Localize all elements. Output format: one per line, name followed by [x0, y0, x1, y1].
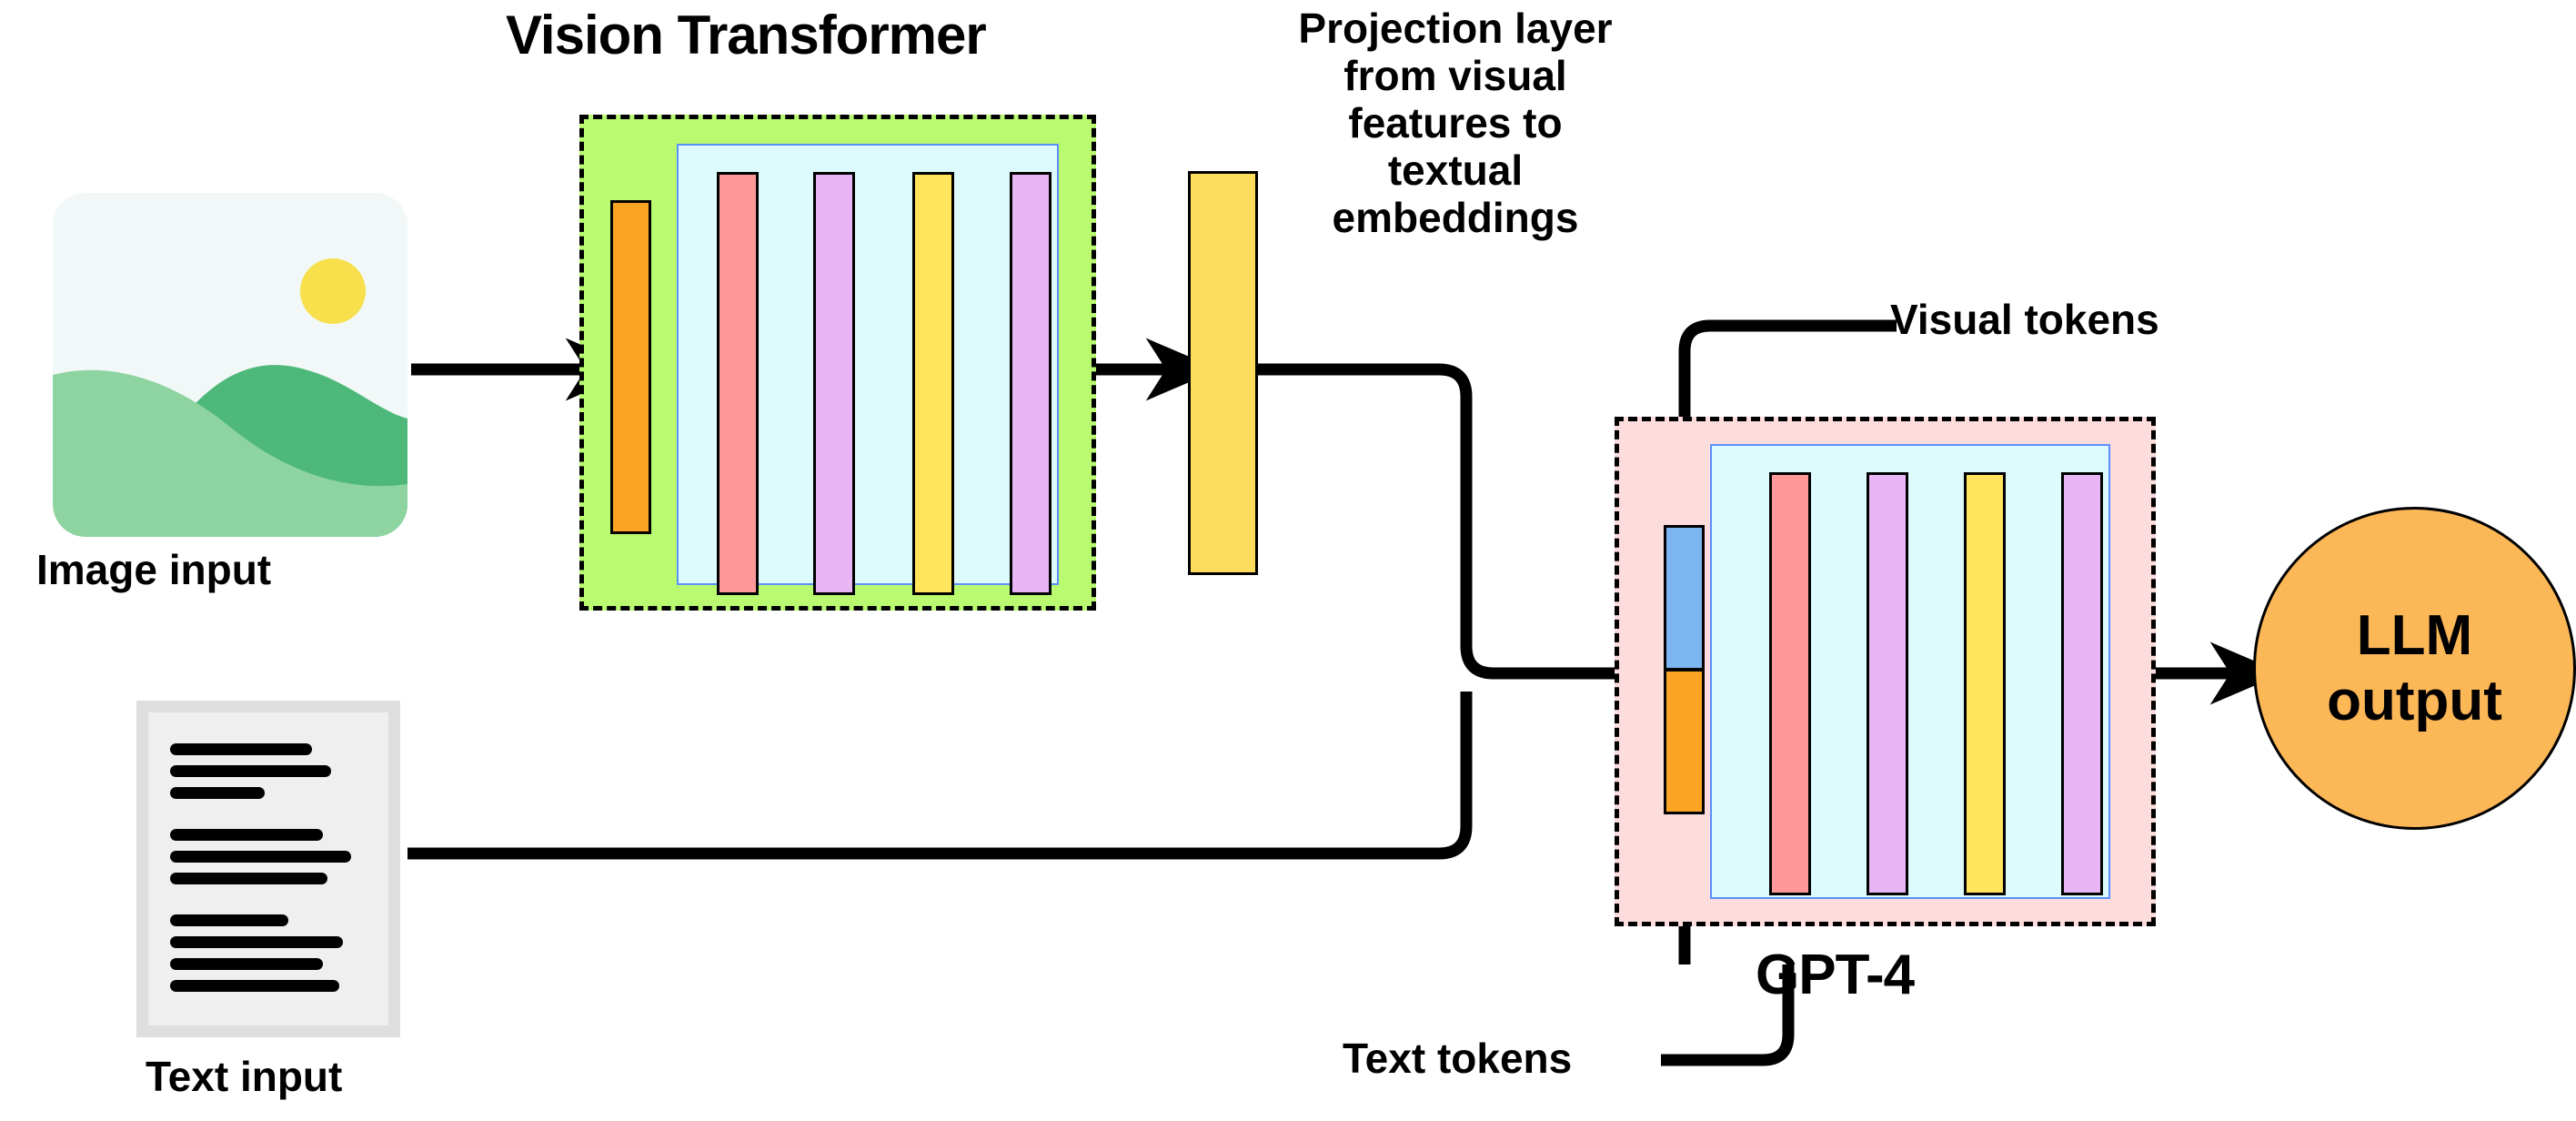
doc-line: [170, 980, 339, 992]
doc-line: [170, 958, 324, 970]
document-icon: [136, 701, 400, 1037]
doc-gap: [170, 809, 367, 829]
doc-line: [170, 743, 312, 755]
visual-token-bar: [1664, 525, 1705, 671]
wire-text-to-gpt4: [408, 692, 1473, 860]
vision-transformer-title: Vision Transformer: [506, 5, 987, 66]
projection-layer-bar: [1188, 171, 1258, 575]
gpt4-mlp-bar-1: [1867, 472, 1908, 895]
gpt4-title: GPT-4: [1756, 944, 1915, 1006]
doc-line: [170, 914, 288, 926]
picture-icon: [53, 193, 408, 537]
image-input-label: Image input: [36, 546, 272, 593]
doc-line: [170, 829, 324, 841]
gpt4-norm-bar: [1964, 472, 2006, 895]
vit-norm-bar: [912, 172, 954, 595]
llm-output-label-line1: LLM: [2356, 604, 2473, 668]
doc-line: [170, 765, 332, 777]
vit-attention-bar: [717, 172, 759, 595]
projection-layer-caption: Projection layer from visual features to…: [1298, 5, 1613, 241]
wire-projection-to-gpt4: [1258, 363, 1691, 705]
doc-line: [170, 787, 265, 799]
text-input-label: Text input: [146, 1053, 343, 1100]
llm-output-label-line2: output: [2327, 669, 2502, 732]
doc-line: [170, 936, 344, 948]
vit-mlp-bar-1: [813, 172, 855, 595]
document-page: [148, 712, 388, 1025]
gpt4-attention-bar: [1769, 472, 1811, 895]
doc-gap: [170, 894, 367, 914]
vit-mlp-bar-2: [1010, 172, 1052, 595]
text-tokens-label: Text tokens: [1343, 1035, 1573, 1082]
doc-line: [170, 873, 327, 884]
gpt4-mlp-bar-2: [2061, 472, 2103, 895]
text-token-bar: [1664, 669, 1705, 814]
visual-tokens-label: Visual tokens: [1890, 296, 2159, 343]
llm-output-node: LLM output: [2253, 507, 2576, 830]
doc-line: [170, 851, 351, 863]
patch-embedding-bar: [610, 200, 651, 534]
